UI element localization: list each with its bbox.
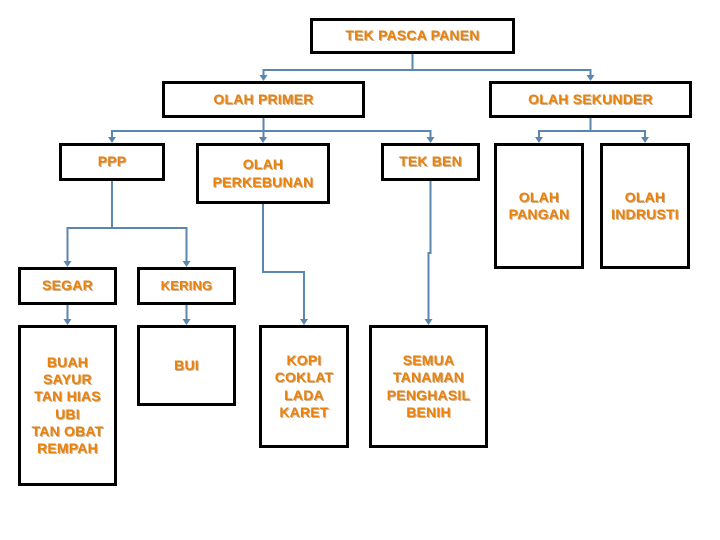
node-label-olah-sekunder: OLAH SEKUNDER [528, 90, 653, 107]
node-buah-sayur-list[interactable]: BUAH SAYUR TAN HIAS UBI TAN OBAT REMPAH [18, 325, 117, 486]
node-label-olah-perkebunan: OLAH PERKEBUNAN [212, 156, 314, 190]
node-kopi-coklat-list[interactable]: KOPI COKLAT LADA KARET [259, 325, 349, 448]
node-label-buah-sayur-list: BUAH SAYUR TAN HIAS UBI TAN OBAT REMPAH [31, 354, 104, 456]
node-label-olah-primer: OLAH PRIMER [213, 90, 314, 107]
node-label-semua-tanaman-list: SEMUA TANAMAN PENGHASIL BENIH [386, 352, 471, 420]
node-kering[interactable]: KERING [137, 267, 236, 305]
connector-sekunder-to-pangan [538, 118, 592, 138]
node-olah-primer[interactable]: OLAH PRIMER [162, 81, 365, 118]
connector-root-to-sekunder [411, 54, 592, 76]
node-bui[interactable]: BUI [137, 325, 236, 406]
node-label-tek-pasca-panen: TEK PASCA PANEN [345, 27, 480, 44]
connector-root-to-primer [262, 54, 414, 76]
node-label-segar: SEGAR [42, 277, 93, 294]
node-tek-pasca-panen[interactable]: TEK PASCA PANEN [310, 18, 515, 54]
node-segar[interactable]: SEGAR [18, 267, 117, 305]
node-label-olah-indrusti: OLAH INDRUSTI [611, 188, 679, 222]
node-label-tek-ben: TEK BEN [399, 153, 462, 170]
node-olah-sekunder[interactable]: OLAH SEKUNDER [489, 81, 692, 118]
node-ppp[interactable]: PPP [59, 143, 165, 181]
connector-primer-to-tekben [262, 118, 432, 138]
node-tek-ben[interactable]: TEK BEN [381, 143, 480, 181]
node-olah-pangan[interactable]: OLAH PANGAN [494, 143, 584, 269]
connector-sekunder-to-indrusti [589, 118, 646, 138]
node-olah-indrusti[interactable]: OLAH INDRUSTI [600, 143, 690, 269]
connector-ppp-to-kering [111, 181, 188, 262]
node-label-olah-pangan: OLAH PANGAN [508, 188, 570, 222]
connector-perkebunan-to-kopi [262, 204, 305, 320]
node-label-kopi-coklat-list: KOPI COKLAT LADA KARET [274, 352, 334, 420]
node-semua-tanaman-list[interactable]: SEMUA TANAMAN PENGHASIL BENIH [369, 325, 488, 448]
connector-primer-to-ppp [111, 118, 265, 138]
connector-ppp-to-segar [66, 181, 113, 262]
node-label-kering: KERING [160, 278, 213, 294]
node-olah-perkebunan[interactable]: OLAH PERKEBUNAN [196, 143, 330, 204]
connector-tekben-to-semua [427, 181, 432, 320]
node-label-ppp: PPP [97, 153, 127, 170]
node-label-bui: BUI [174, 356, 199, 373]
